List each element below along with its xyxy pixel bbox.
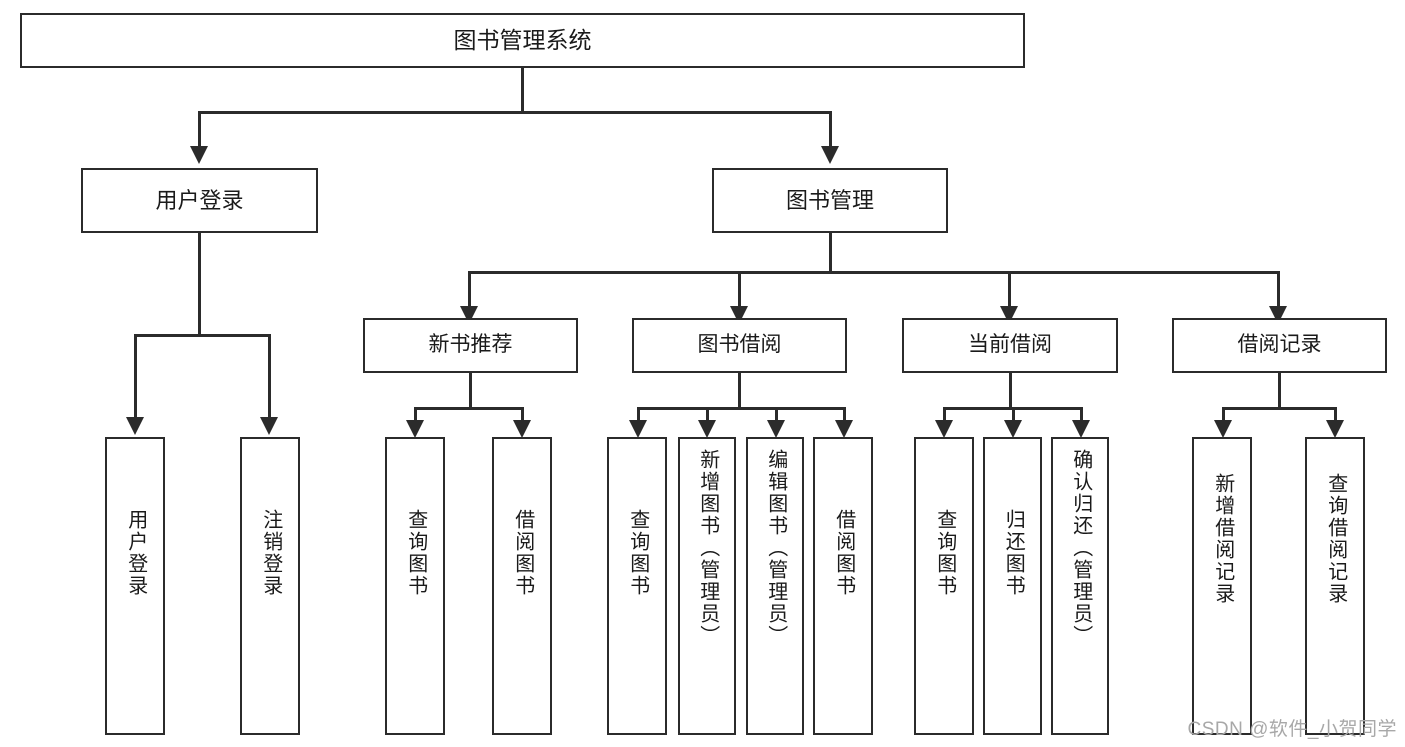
- arrow-to-leaf-borrow-book-2: [835, 420, 853, 438]
- arrow-to-leaf-query-book-2: [629, 420, 647, 438]
- leaf-logout[interactable]: 注销登录: [240, 437, 300, 735]
- connector-level3-drop-4: [1277, 271, 1280, 309]
- connector-user-login-bus: [134, 334, 270, 337]
- node-label: 注销登录: [259, 509, 282, 597]
- node-borrow-record[interactable]: 借阅记录: [1172, 318, 1387, 373]
- leaf-confirm-return-admin[interactable]: 确认归还（管理员）: [1051, 437, 1109, 735]
- connector-root-stem: [521, 68, 524, 111]
- arrow-to-leaf-borrow-book-1: [513, 420, 531, 438]
- connector-new-book-bus: [414, 407, 524, 410]
- node-label: 借阅记录: [1237, 333, 1322, 357]
- arrow-to-leaf-logout: [260, 417, 278, 435]
- node-root-system[interactable]: 图书管理系统: [20, 13, 1025, 68]
- node-label: 图书管理: [785, 187, 874, 213]
- connector-borrow-record-drop-1: [1222, 407, 1225, 423]
- connector-root-bus: [198, 111, 832, 114]
- connector-current-borrow-drop-3: [1080, 407, 1083, 423]
- leaf-borrow-book-new[interactable]: 借阅图书: [492, 437, 552, 735]
- leaf-borrow-book-borrow[interactable]: 借阅图书: [813, 437, 873, 735]
- arrow-to-leaf-edit-book: [767, 420, 785, 438]
- node-label: 用户登录: [124, 509, 147, 597]
- connector-root-drop-2: [829, 111, 832, 149]
- node-label: 查询图书: [404, 509, 427, 597]
- connector-level3-drop-3: [1008, 271, 1011, 309]
- connector-user-login-drop-1: [134, 334, 137, 420]
- arrow-to-leaf-confirm-return: [1072, 420, 1090, 438]
- node-label: 当前借阅: [968, 333, 1052, 357]
- connector-user-login-drop-2: [268, 334, 271, 420]
- csdn-watermark: CSDN @软件_小贺同学: [1187, 719, 1397, 740]
- connector-borrow-record-bus: [1222, 407, 1337, 410]
- connector-borrow-record-drop-2: [1334, 407, 1337, 423]
- node-label: 借阅图书: [832, 509, 855, 597]
- node-label: 新增借阅记录: [1211, 473, 1234, 605]
- connector-book-borrow-drop-3: [775, 407, 778, 423]
- connector-level3-drop-1: [468, 271, 471, 309]
- node-label: 借阅图书: [511, 509, 534, 597]
- node-user-login[interactable]: 用户登录: [81, 168, 318, 233]
- leaf-query-book-borrow[interactable]: 查询图书: [607, 437, 667, 735]
- connector-book-management-stem: [829, 233, 832, 271]
- connector-root-drop-1: [198, 111, 201, 149]
- connector-borrow-record-stem: [1278, 373, 1281, 407]
- leaf-add-borrow-record[interactable]: 新增借阅记录: [1192, 437, 1252, 735]
- connector-current-borrow-stem: [1009, 373, 1012, 407]
- node-label: 图书管理系统: [453, 27, 592, 54]
- arrow-to-leaf-add-book: [698, 420, 716, 438]
- arrow-to-leaf-query-book-1: [406, 420, 424, 438]
- arrow-to-leaf-return-book: [1004, 420, 1022, 438]
- leaf-query-book-current[interactable]: 查询图书: [914, 437, 974, 735]
- node-book-management[interactable]: 图书管理: [712, 168, 948, 233]
- node-label: 查询图书: [933, 509, 956, 597]
- arrow-to-book-management: [821, 146, 839, 164]
- leaf-user-login[interactable]: 用户登录: [105, 437, 165, 735]
- leaf-query-book-new[interactable]: 查询图书: [385, 437, 445, 735]
- connector-current-borrow-bus: [943, 407, 1080, 410]
- leaf-return-book[interactable]: 归还图书: [983, 437, 1042, 735]
- node-label: 新增图书（管理员）: [696, 449, 719, 647]
- arrow-to-user-login: [190, 146, 208, 164]
- leaf-add-book-admin[interactable]: 新增图书（管理员）: [678, 437, 736, 735]
- connector-book-borrow-bus: [637, 407, 845, 410]
- node-label: 查询借阅记录: [1324, 473, 1347, 605]
- connector-level3-bus: [468, 271, 1280, 274]
- connector-book-borrow-stem: [738, 373, 741, 407]
- connector-new-book-drop-1: [414, 407, 417, 423]
- connector-current-borrow-drop-1: [943, 407, 946, 423]
- connector-book-borrow-drop-1: [637, 407, 640, 423]
- connector-new-book-stem: [469, 373, 472, 407]
- leaf-edit-book-admin[interactable]: 编辑图书（管理员）: [746, 437, 804, 735]
- connector-current-borrow-drop-2: [1012, 407, 1015, 423]
- node-label: 确认归还（管理员）: [1069, 449, 1092, 647]
- node-label: 编辑图书（管理员）: [764, 449, 787, 647]
- arrow-to-leaf-query-book-3: [935, 420, 953, 438]
- connector-new-book-drop-2: [521, 407, 524, 423]
- connector-user-login-stem: [198, 233, 201, 334]
- node-new-book-recommend[interactable]: 新书推荐: [363, 318, 578, 373]
- leaf-query-borrow-record[interactable]: 查询借阅记录: [1305, 437, 1365, 735]
- arrow-to-leaf-user-login: [126, 417, 144, 435]
- node-label: 图书借阅: [697, 333, 782, 357]
- connector-book-borrow-drop-2: [706, 407, 709, 423]
- node-label: 查询图书: [626, 509, 649, 597]
- node-label: 用户登录: [155, 187, 244, 213]
- connector-level3-drop-2: [738, 271, 741, 309]
- node-label: 新书推荐: [428, 333, 513, 357]
- node-current-borrow[interactable]: 当前借阅: [902, 318, 1118, 373]
- node-label: 归还图书: [1002, 509, 1025, 597]
- arrow-to-leaf-add-record: [1214, 420, 1232, 438]
- node-book-borrow[interactable]: 图书借阅: [632, 318, 847, 373]
- connector-book-borrow-drop-4: [843, 407, 846, 423]
- arrow-to-leaf-query-record: [1326, 420, 1344, 438]
